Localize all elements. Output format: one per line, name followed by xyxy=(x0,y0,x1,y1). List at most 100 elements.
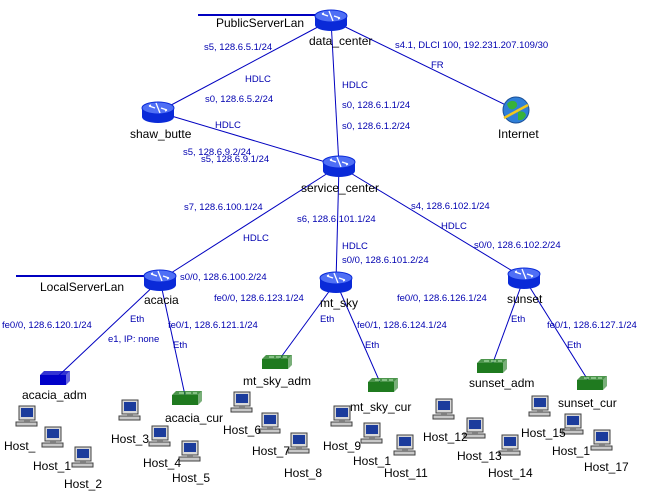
iface-ac-fe01: fe0/1, 128.6.121.1/24 xyxy=(168,320,258,331)
host-label: Host_15 xyxy=(521,426,566,440)
link-ss-cur xyxy=(523,277,592,386)
router-icon[interactable] xyxy=(143,269,177,291)
link-type-ac-cur: Eth xyxy=(173,340,188,351)
host-label: Host_2 xyxy=(64,477,103,491)
link-type-ms-cur: Eth xyxy=(365,340,380,351)
iface-sb-s0: s0, 128.6.5.2/24 xyxy=(205,94,274,105)
computer-icon[interactable] xyxy=(498,434,521,456)
link-sc-ac xyxy=(159,165,340,281)
host-label: Host_1 xyxy=(552,444,591,458)
link-dc-sb xyxy=(157,19,332,113)
switch-label-acacia-adm: acacia_adm xyxy=(22,388,87,402)
switch-icon[interactable] xyxy=(40,371,70,385)
link-type-ss-cur: Eth xyxy=(567,340,582,351)
computer-icon[interactable] xyxy=(561,413,584,435)
computer-icon[interactable] xyxy=(360,422,383,444)
host-label: Host_1 xyxy=(33,459,72,473)
link-type-dc-inet: FR xyxy=(431,60,444,71)
link-ms-adm xyxy=(275,281,337,365)
iface-ms-s00: s0/0, 128.6.101.2/24 xyxy=(342,255,429,266)
link-ms-cur xyxy=(335,281,383,388)
computer-icon[interactable] xyxy=(393,434,416,456)
host-label: Host_11 xyxy=(384,466,428,480)
switch-icon[interactable] xyxy=(262,355,292,369)
link-type-sc-ss: HDLC xyxy=(441,221,467,232)
switch-label-sunset-cur: sunset_cur xyxy=(558,396,617,410)
router-icon[interactable] xyxy=(141,101,175,123)
computer-icon[interactable] xyxy=(178,440,201,462)
link-type-sc-ac: HDLC xyxy=(243,233,269,244)
iface-dc-s4: s4.1, DLCI 100, 192.231.207.109/30 xyxy=(395,40,549,51)
link-type-dc-sc: HDLC xyxy=(342,80,368,91)
computer-icon[interactable] xyxy=(148,425,171,447)
iface-sc-s5: s5, 128.6.9.1/24 xyxy=(201,154,270,165)
router-icon[interactable] xyxy=(507,267,541,289)
computer-icon[interactable] xyxy=(15,405,38,427)
link-type-ms-adm: Eth xyxy=(320,314,335,325)
computer-icon[interactable] xyxy=(432,398,455,420)
computer-icon[interactable] xyxy=(71,446,94,468)
host-label: Host_5 xyxy=(172,471,211,485)
host-label: Host_1 xyxy=(353,454,392,468)
router-label-sunset: sunset xyxy=(507,292,543,306)
switch-label-mt-sky-cur: mt_sky_cur xyxy=(350,400,412,414)
iface-ss-s00: s0/0, 128.6.102.2/24 xyxy=(474,240,561,251)
iface-dc-s5: s5, 128.6.5.1/24 xyxy=(204,42,273,53)
computer-icon[interactable] xyxy=(287,432,310,454)
host-label: Host_7 xyxy=(252,444,291,458)
switch-icon[interactable] xyxy=(172,391,202,405)
computer-icon[interactable] xyxy=(590,429,613,451)
lan-label-public: PublicServerLan xyxy=(216,16,305,30)
host-label: Host_8 xyxy=(284,466,323,480)
host-label: Host_ xyxy=(4,439,36,453)
iface-ac-s00: s0/0, 128.6.100.2/24 xyxy=(180,272,267,283)
host-label: Host_4 xyxy=(143,456,182,470)
link-type-sc-ms: HDLC xyxy=(342,241,368,252)
host-label: Host_6 xyxy=(223,423,262,437)
link-sc-ms xyxy=(335,165,340,283)
computer-icon[interactable] xyxy=(118,399,141,421)
link-dc-inet xyxy=(330,19,517,111)
iface-ms-fe01: fe0/1, 128.6.124.1/24 xyxy=(357,320,447,331)
router-label-data-center: data_center xyxy=(309,34,373,48)
link-dc-sc xyxy=(330,19,340,167)
iface-ms-fe00: fe0/0, 128.6.123.1/24 xyxy=(214,293,304,304)
router-label-mt-sky: mt_sky xyxy=(320,296,359,310)
router-icon[interactable] xyxy=(322,155,356,177)
host-label: Host_17 xyxy=(584,460,629,474)
link-sb-sc xyxy=(157,111,340,167)
switch-icon[interactable] xyxy=(577,376,607,390)
computer-icon[interactable] xyxy=(41,426,64,448)
link-sc-ss xyxy=(338,165,525,279)
link-type-ac-adm: Eth xyxy=(130,314,145,325)
iface-ac-fe00: fe0/0, 128.6.120.1/24 xyxy=(2,320,92,331)
lan-label-local: LocalServerLan xyxy=(40,280,125,294)
iface-ss-fe01: fe0/1, 128.6.127.1/24 xyxy=(547,320,637,331)
router-label-service-center: service_center xyxy=(301,181,380,195)
iface-sc-s4: s4, 128.6.102.1/24 xyxy=(411,201,490,212)
router-label-acacia: acacia xyxy=(144,293,179,307)
iface-sc-s7: s7, 128.6.100.1/24 xyxy=(184,202,263,213)
host-label: Host_12 xyxy=(423,430,468,444)
router-icon[interactable] xyxy=(314,9,348,31)
switch-icon[interactable] xyxy=(368,378,398,392)
router-icon[interactable] xyxy=(319,271,353,293)
computer-icon[interactable] xyxy=(230,391,253,413)
link-ac-adm xyxy=(53,279,161,381)
host-label: Host_13 xyxy=(457,449,502,463)
computer-icon[interactable] xyxy=(330,405,353,427)
iface-ac-e1: e1, IP: none xyxy=(108,334,160,345)
link-ss-adm xyxy=(490,277,525,369)
globe-icon[interactable] xyxy=(502,96,530,124)
computer-icon[interactable] xyxy=(463,417,486,439)
computer-icon[interactable] xyxy=(528,395,551,417)
host-label: Host_9 xyxy=(323,439,362,453)
link-ac-cur xyxy=(159,279,187,401)
computer-icon[interactable] xyxy=(258,412,281,434)
links-layer xyxy=(53,19,592,401)
switch-icon[interactable] xyxy=(477,359,507,373)
host-label: Host_14 xyxy=(488,466,533,480)
lan-layer xyxy=(16,14,317,277)
link-type-ss-adm: Eth xyxy=(511,314,526,325)
